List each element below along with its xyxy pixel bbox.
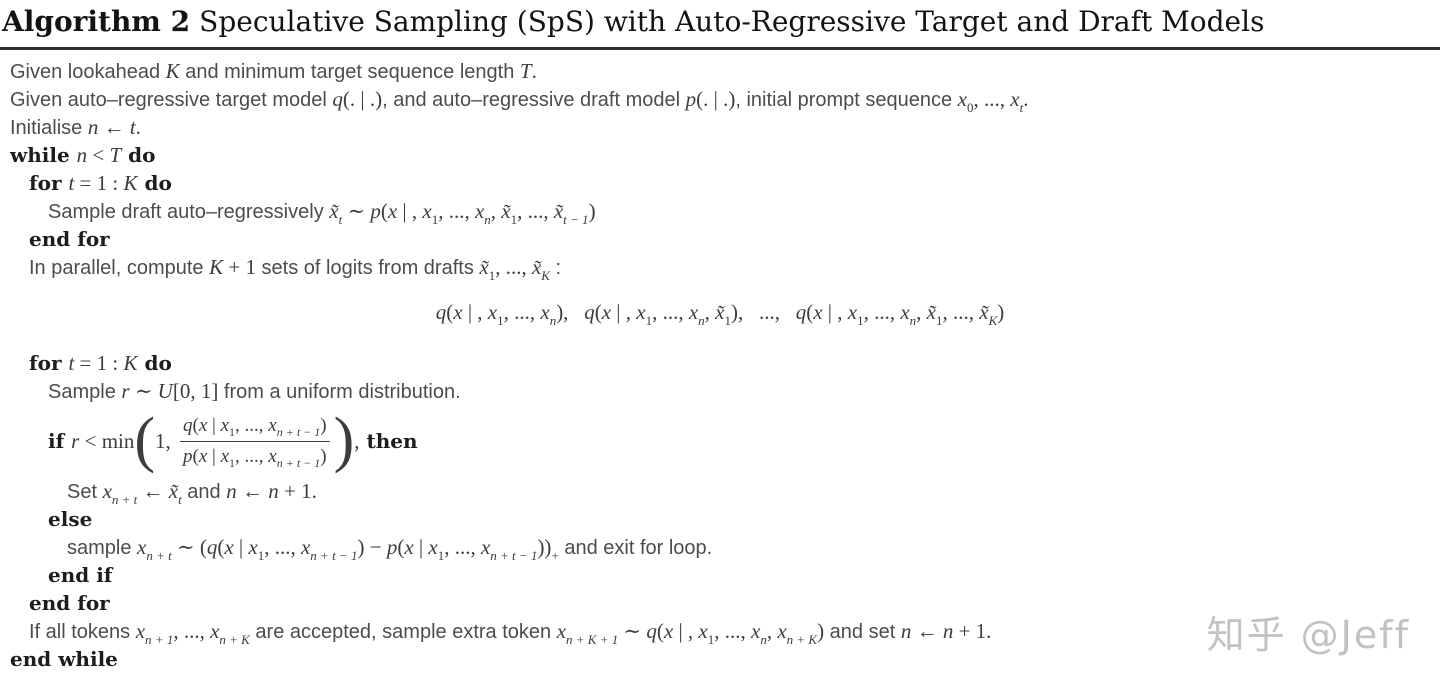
algorithm-title-text: Speculative Sampling (SpS) with Auto-Reg… <box>199 5 1265 38</box>
algorithm-body: Given lookahead K and minimum target seq… <box>0 50 1440 673</box>
algo-line: while n < T do <box>10 143 156 167</box>
algo-line: end for <box>29 591 110 615</box>
algo-equation-line: q(x | , x1, ..., xn), q(x | , x1, ..., x… <box>435 300 1005 328</box>
algorithm-number-label: Algorithm 2 <box>2 5 191 38</box>
algo-line: end for <box>29 227 110 251</box>
algo-line: Given auto–regressive target model q(. |… <box>10 87 1029 115</box>
algo-line: Initialise n ← t. <box>10 115 141 139</box>
algo-line: for t = 1 : K do <box>29 351 172 375</box>
algo-line: else <box>48 507 93 531</box>
algo-line: Sample r ∼ U[0, 1] from a uniform distri… <box>48 379 461 403</box>
algo-line: for t = 1 : K do <box>29 171 172 195</box>
algo-line: sample xn + t ∼ (q(x | x1, ..., xn + t −… <box>67 535 713 563</box>
algo-line: end while <box>10 647 118 671</box>
watermark: 知乎 @Jeff <box>1206 613 1410 657</box>
algo-line: Given lookahead K and minimum target seq… <box>10 59 537 83</box>
fraction: q(x | x1, ..., xn + t − 1)p(x | x1, ...,… <box>180 413 330 471</box>
algo-line: if r < min(1, q(x | x1, ..., xn + t − 1)… <box>48 406 418 475</box>
algo-line: Set xn + t ← x̃t and n ← n + 1. <box>67 479 317 507</box>
algo-line: Sample draft auto–regressively x̃t ∼ p(x… <box>48 199 596 227</box>
algo-line: If all tokens xn + 1, ..., xn + K are ac… <box>29 619 992 647</box>
algo-line: In parallel, compute K + 1 sets of logit… <box>29 255 562 283</box>
algo-line: end if <box>48 563 113 587</box>
